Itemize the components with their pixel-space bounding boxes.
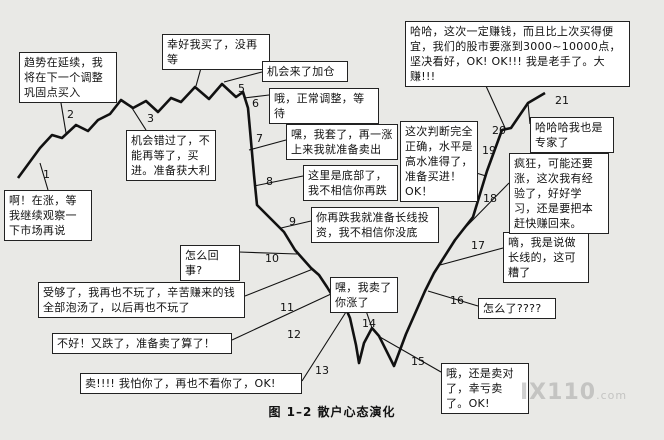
- leader-5: [223, 71, 263, 83]
- stage-number-21: 21: [555, 94, 569, 107]
- stage-number-9: 9: [289, 215, 296, 228]
- stage-number-11: 11: [280, 301, 294, 314]
- stage-15-box: 哦，还是卖对了，幸亏卖了。OK!: [441, 363, 529, 414]
- stage-8-box: 这里是底部了，我不相信你再跌: [303, 165, 398, 201]
- leader-7: [248, 139, 287, 151]
- leader-1: [39, 162, 49, 191]
- stage-20-box: 哈哈，这次一定赚钱，而且比上次买得便宜，我们的股市要涨到3000~10000点，…: [405, 21, 630, 87]
- leader-10: [238, 251, 298, 255]
- figure-caption: 图 1–2 散户心态演化: [268, 405, 396, 419]
- watermark-logo: IX110.com: [520, 380, 627, 405]
- stage-12-box: 不好！又跌了，准备卖了算了！: [52, 333, 232, 354]
- stage-16-box: 怎么了????: [478, 298, 556, 319]
- leader-18: [462, 182, 510, 231]
- stage-18-box: 疯狂，可能还要涨，这次我有经验了，好好学习，还是要把本赶快赚回来。: [509, 153, 609, 234]
- stage-number-6: 6: [252, 97, 259, 110]
- stage-19-box: 这次判断完全正确，水平是高水准得了，准备买进！OK！: [400, 121, 478, 202]
- stage-21-box: 哈哈哈我也是专家了: [530, 117, 614, 153]
- stage-number-3: 3: [147, 112, 154, 125]
- stage-10-box: 怎么回事?: [180, 245, 240, 281]
- watermark-main: IX110: [520, 380, 597, 405]
- leader-3: [131, 107, 147, 131]
- leader-11: [244, 268, 314, 297]
- stage-number-2: 2: [67, 108, 74, 121]
- stage-9-box: 你再跌我就准备长线投资，我不相信你没底: [311, 207, 439, 243]
- leader-21: [527, 102, 531, 125]
- leader-9: [280, 220, 312, 229]
- stage-number-5: 5: [238, 82, 245, 95]
- stage-number-17: 17: [471, 239, 485, 252]
- stage-number-10: 10: [265, 252, 279, 265]
- stage-14-box: 嘿，我卖了你涨了: [330, 277, 398, 313]
- stage-4-box: 幸好我买了，没再等: [162, 34, 270, 70]
- leader-6: [243, 94, 270, 99]
- stage-number-13: 13: [315, 364, 329, 377]
- stage-number-8: 8: [266, 175, 273, 188]
- leader-20: [485, 85, 507, 131]
- stage-3-box: 机会错过了，不能再等了，买进。准备获大利: [126, 130, 216, 181]
- stage-1-box: 啊！在涨，等我继续观察一下市场再说: [4, 190, 92, 241]
- stage-number-18: 18: [483, 192, 497, 205]
- leader-12: [231, 293, 332, 341]
- stage-number-1: 1: [43, 168, 50, 181]
- leader-15: [379, 336, 442, 373]
- stage-number-12: 12: [287, 328, 301, 341]
- stage-7-box: 嘿，我套了，再一涨上来我就准备卖出: [286, 124, 398, 160]
- watermark-suffix: .com: [596, 389, 628, 402]
- stage-2-box: 趋势在延续，我将在下一个调整巩固点买入: [19, 52, 117, 103]
- stage-5-box: 机会来了加仓: [262, 61, 348, 82]
- stage-11-box: 受够了，我再也不玩了，辛苦赚来的钱全部泡汤了，以后再也不玩了: [38, 282, 245, 318]
- leader-8: [253, 175, 304, 187]
- stage-number-19: 19: [482, 144, 496, 157]
- leader-16: [427, 290, 479, 307]
- price-curve: [16, 82, 546, 368]
- stage-6-box: 哦，正常调整，等待: [269, 88, 379, 124]
- leader-13: [301, 311, 347, 382]
- stage-number-14: 14: [362, 317, 376, 330]
- leader-lines: [39, 49, 531, 382]
- stage-number-16: 16: [450, 294, 464, 307]
- stage-13-box: 卖!!!! 我怕你了，再也不看你了，OK!: [80, 373, 302, 394]
- leader-17: [439, 247, 504, 266]
- stage-17-box: 嘀，我是说做长线的，这可糟了: [503, 232, 589, 283]
- stage-number-15: 15: [411, 355, 425, 368]
- stage-number-7: 7: [256, 132, 263, 145]
- stage-number-20: 20: [492, 124, 506, 137]
